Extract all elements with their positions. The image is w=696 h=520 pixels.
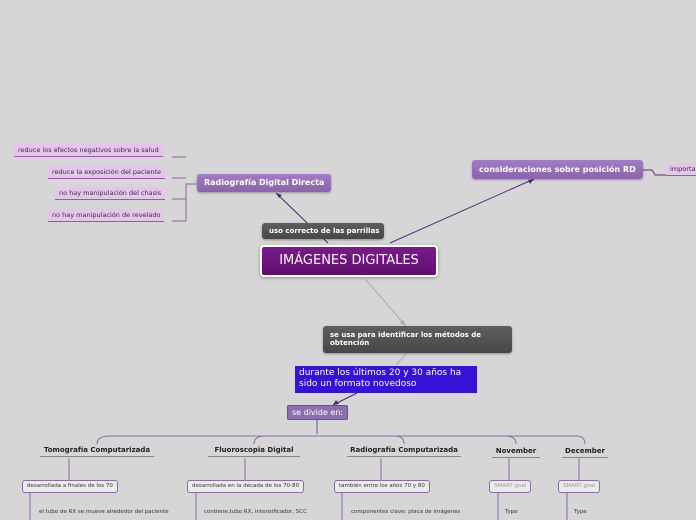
note-radiografia-computarizada[interactable]: componentes clave: placa de imágenes	[351, 509, 461, 515]
branch-fluoroscopia[interactable]: Fluoroscopia Digital	[208, 446, 300, 457]
node-se-divide[interactable]: se divide en:	[287, 405, 349, 420]
detail-fluoroscopia[interactable]: desarrollada en la década de los 70-80	[187, 480, 305, 493]
detail-radiografia-computarizada[interactable]: también entre los años 70 y 80	[334, 480, 430, 493]
note-november[interactable]: Type	[505, 509, 518, 515]
branch-december[interactable]: December	[562, 447, 608, 458]
note-tomografia[interactable]: el tubo de RX se mueve alrededor del pac…	[39, 509, 169, 515]
leaf-reduce-efectos[interactable]: reduce los efectos negativos sobre la sa…	[14, 144, 163, 157]
detail-december[interactable]: SMART goal	[558, 480, 601, 493]
node-parrillas[interactable]: uso correcto de las parrillas	[262, 223, 384, 239]
note-december[interactable]: Type	[574, 509, 587, 515]
branch-november[interactable]: November	[492, 447, 540, 458]
leaf-manipulacion-revelado[interactable]: no hay manipulación de revelado	[48, 209, 165, 222]
branch-tomografia[interactable]: Tomografía Computarizada	[40, 446, 154, 457]
node-metodos[interactable]: se usa para identificar los métodos de o…	[323, 326, 512, 353]
node-radiografia-directa[interactable]: Radiografía Digital Directa	[197, 174, 332, 192]
leaf-reduce-exposicion[interactable]: reduce la exposición del paciente	[48, 166, 165, 179]
central-topic[interactable]: IMÁGENES DIGITALES	[260, 245, 438, 277]
leaf-manipulacion-chasis[interactable]: no hay manipulación del chasis	[55, 187, 166, 200]
detail-tomografia[interactable]: desarrollada a finales de los 70	[22, 480, 118, 493]
branch-radiografia-computarizada[interactable]: Radiografía Computarizada	[347, 446, 461, 457]
note-fluoroscopia[interactable]: contiene,tubo RX, intensificador, SCC	[204, 509, 307, 515]
node-formato[interactable]: durante los últimos 20 y 30 años ha sido…	[295, 366, 477, 393]
node-consideraciones-child[interactable]: importa	[666, 163, 696, 176]
detail-november[interactable]: SMART goal	[489, 480, 532, 493]
node-consideraciones[interactable]: consideraciones sobre posición RD	[472, 160, 643, 179]
